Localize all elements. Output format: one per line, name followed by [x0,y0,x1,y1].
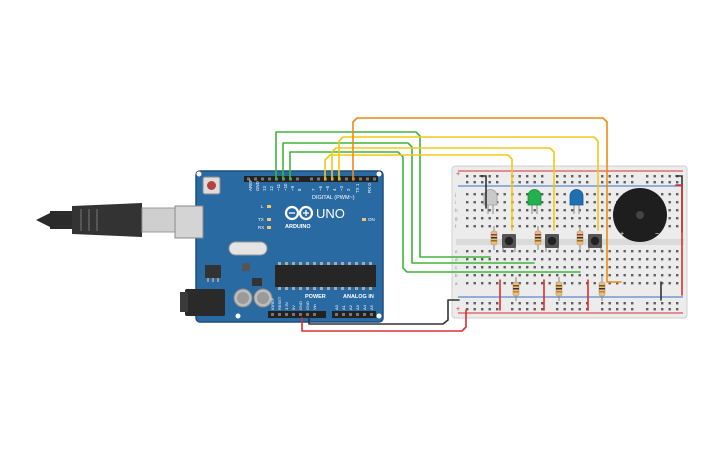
row-label-d: d [455,257,458,262]
row-label-h: h [455,208,458,213]
voltage-regulator [205,265,221,278]
analog-in-label: ANALOG IN [343,294,374,300]
tx-led [267,218,271,221]
gnd-label: GND [255,181,260,191]
pin-label-a5: A5 [369,304,374,310]
wire-black-gnd [308,299,460,325]
resistor-top-2 [534,226,542,250]
tx-label: TX [258,217,264,222]
pin-label-13: 13 [262,186,267,191]
row-label-g: g [455,216,458,221]
pin-label-gnd-1: GND [298,301,303,310]
capacitor-2 [253,288,273,308]
pin-label-12: 12 [269,186,274,191]
pin-label-3v3: 3.3V [284,301,289,310]
brand-label: ARDUINO [285,224,311,230]
row-label-e: e [455,249,458,254]
on-led [362,218,366,221]
row-label-f: f [455,224,457,229]
pin-label-8: 8 [297,188,302,191]
rx-led [267,226,271,229]
analog-header [332,311,376,318]
wire-yellow-2 [331,147,555,231]
pin-label-a2: A2 [348,304,353,310]
arduino-uno-board: AREF GND 13 12 ~11 ~10 ~9 8 7 ~6 ~5 4 ~3… [174,170,384,323]
pushbutton-2[interactable] [545,234,559,252]
row-label-b: b [455,273,458,278]
power-jack [185,289,225,316]
row-label-a: a [455,281,458,286]
pin-label-5: ~5 [325,185,330,191]
wire-yellow-3 [338,136,599,231]
row-label-i: i [455,200,456,205]
pin-label-6: ~6 [318,185,323,191]
pin-label-gnd-2: GND [305,301,310,310]
pin-label-ioref: IOREF [270,297,275,310]
crystal [228,241,268,256]
resistor-bottom-3 [598,277,606,301]
pin-label-a3: A3 [355,304,360,310]
pushbutton-3[interactable] [588,234,602,252]
wire-green-1 [275,131,491,258]
pin-label-a1: A1 [341,304,346,310]
l-label: L [261,204,264,209]
resistor-bottom-2 [555,277,563,301]
pin-label-vin: Vin [312,304,317,310]
pin-label-a0: A0 [334,304,339,310]
power-label: POWER [305,294,326,300]
pin-label-4: 4 [332,188,337,191]
resistor-top-3 [576,226,584,250]
breadboard: + + j i h g f e d c b a [451,165,688,319]
led-white [483,189,498,214]
atmega-chip [275,265,376,287]
digital-pwm-label: DIGITAL (PWM~) [312,195,355,201]
wires [275,117,622,332]
pin-label-3: ~3 [339,185,344,191]
jumper-black-led-1 [479,175,487,209]
wire-green-2 [282,142,535,264]
pin-label-2: 2 [346,188,351,191]
on-label: ON [368,217,375,222]
bottom-plus-label: + [456,306,460,313]
piezo-buzzer: + − [613,188,667,242]
wire-orange [352,117,622,283]
usb-cable [36,203,199,239]
l-led [267,205,271,208]
wire-yellow-1 [324,154,513,231]
arduino-logo [284,205,314,221]
pin-label-10: ~10 [283,183,288,191]
pin-label-reset: RESET [277,296,282,310]
resistor-bottom-1 [512,277,520,301]
rx-label: RX [258,225,264,230]
pin-label-5v: 5V [291,305,296,310]
pushbutton-1[interactable] [502,234,516,252]
led-blue [569,189,584,214]
pin-label-1: TX 1 [355,183,360,193]
pin-label-a4: A4 [362,304,367,310]
pin-label-0: RX 0 [367,183,372,193]
usb-port [174,205,204,239]
uno-label: UNO [316,206,345,221]
pin-label-7: 7 [311,188,316,191]
buzzer-minus-label: − [655,231,659,238]
top-plus-label: + [456,171,460,178]
pin-label-11: ~11 [276,183,281,191]
capacitor-1 [233,288,253,308]
led-green [527,189,542,214]
breadboard-jumpers [479,175,683,311]
wire-green-3 [289,151,581,273]
jumper-red-right [675,184,683,296]
row-label-c: c [455,265,458,270]
aref-label: AREF [248,179,253,191]
buzzer-plus-label: + [620,231,624,238]
row-label-j: j [454,192,456,197]
power-header [268,311,326,318]
resistor-top-1 [490,226,498,250]
wire-red-5v [301,309,467,332]
pin-label-9: ~9 [290,185,295,191]
